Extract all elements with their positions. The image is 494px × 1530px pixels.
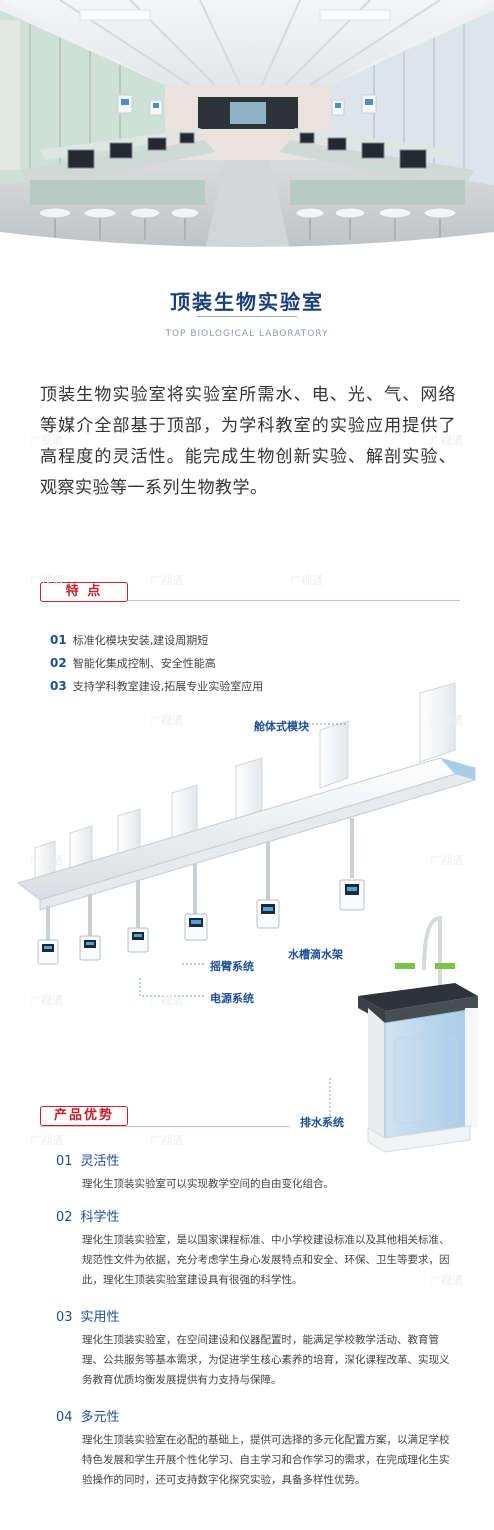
advantage-heading-1: 01 灵活性	[56, 1150, 120, 1169]
page-title: 顶装生物实验室	[170, 290, 324, 314]
page-subtitle: TOP BIOLOGICAL LABORATORY	[165, 329, 329, 339]
feature-num: 03	[50, 679, 67, 693]
advantage-num: 01	[56, 1154, 73, 1169]
label-module: 舱体式模块	[254, 720, 309, 733]
label-power-system: 电源系统	[210, 992, 254, 1005]
feature-text: 智能化集成控制、安全性能高	[72, 657, 216, 670]
feature-item-2: 02 智能化集成控制、安全性能高	[50, 655, 216, 671]
advantage-body-2: 理化生顶装实验室，是以国家课程标准、中小学校建设标准以及其他相关标准、规范性文件…	[82, 1234, 450, 1286]
advantage-title: 灵活性	[80, 1154, 120, 1169]
feature-item-3: 03 支持学科教室建设,拓展专业实验室应用	[50, 678, 263, 694]
advantage-title: 科学性	[80, 1210, 120, 1225]
advantage-heading-4: 04 多元性	[56, 1406, 120, 1425]
label-sink-rack: 水槽滴水架	[288, 948, 343, 961]
advantage-title: 多元性	[80, 1410, 120, 1425]
advantages-divider	[40, 1126, 290, 1127]
title-divider	[197, 316, 297, 317]
feature-num: 01	[50, 633, 67, 647]
feature-text: 标准化模块安装,建设周期短	[72, 634, 209, 647]
advantage-heading-3: 03 实用性	[56, 1306, 120, 1325]
feature-item-1: 01 标准化模块安装,建设周期短	[50, 632, 208, 648]
hero-lab-photo	[0, 0, 494, 250]
advantage-num: 03	[56, 1310, 73, 1325]
watermark: 广视通	[290, 574, 323, 587]
advantage-body-1: 理化生顶装实验室可以实现教学空间的自由变化组合。	[82, 1178, 334, 1190]
advantage-title: 实用性	[80, 1310, 120, 1325]
advantage-heading-2: 02 科学性	[56, 1206, 120, 1225]
label-drain-system: 排水系统	[300, 1116, 344, 1129]
advantage-num: 02	[56, 1210, 73, 1225]
intro-paragraph: 顶装生物实验室将实验室所需水、电、光、气、网络等媒介全部基于顶部，为学科教室的实…	[40, 385, 456, 498]
advantage-body-4: 理化生顶装实验室在必配的基础上，提供可选择的多元化配置方案，以满足学校特色发展和…	[82, 1434, 450, 1486]
features-divider	[40, 600, 460, 601]
advantage-body-3: 理化生顶装实验室，在空间建设和仪器配置时，能满足学校教学活动、教育管理、公共服务…	[82, 1334, 450, 1386]
feature-num: 02	[50, 656, 67, 670]
advantage-num: 04	[56, 1410, 73, 1425]
ceiling-module-diagram	[0, 678, 494, 1158]
watermark: 广视通	[150, 574, 183, 587]
features-tag: 特 点	[40, 582, 128, 602]
label-arm-system: 摇臂系统	[210, 960, 254, 973]
feature-text: 支持学科教室建设,拓展专业实验室应用	[72, 680, 264, 693]
advantages-tag: 产品优势	[40, 1106, 128, 1126]
